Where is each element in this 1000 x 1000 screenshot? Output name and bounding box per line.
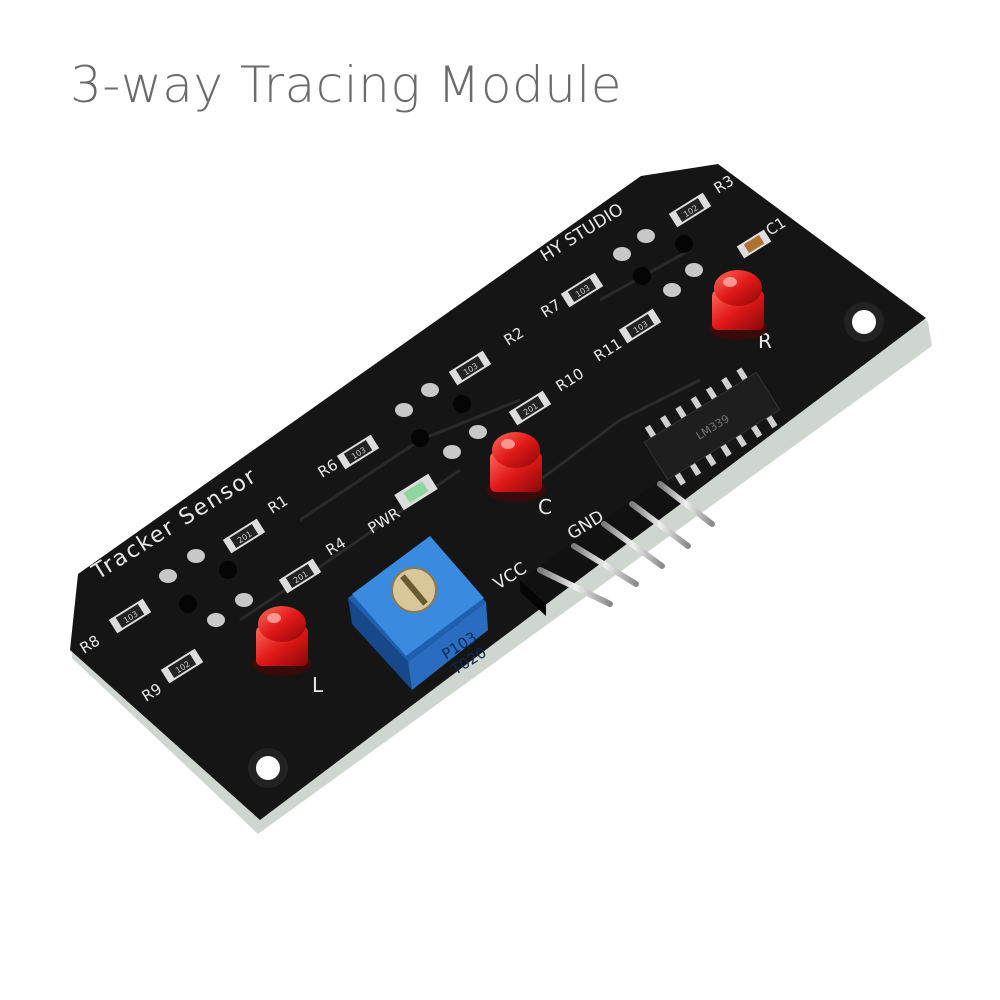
led-label-left: L xyxy=(312,673,324,697)
mounting-hole-opening xyxy=(852,310,876,334)
ir-sensor-left xyxy=(159,549,253,627)
smd-resistor: 103 xyxy=(448,350,492,386)
led-right xyxy=(708,270,768,340)
smd-resistor: 102 xyxy=(668,192,712,228)
ir-sensor-right xyxy=(613,229,703,297)
led-label-center: C xyxy=(538,495,552,519)
led-center xyxy=(486,432,546,502)
smd-resistor: 201 xyxy=(222,518,266,554)
ir-sensor-center xyxy=(395,383,487,459)
potentiometer: P103 T020 xyxy=(348,536,490,690)
indicator-leds xyxy=(252,270,768,676)
ir-sensor-pairs xyxy=(159,229,703,627)
header-pins xyxy=(520,480,715,616)
smd-resistor: 102 xyxy=(160,648,204,684)
smd-resistor: 103 xyxy=(560,272,604,308)
page-title: 3-way Tracing Module xyxy=(70,56,623,114)
smd-resistor: 201 xyxy=(278,558,322,594)
comparator-chip: LM339 xyxy=(643,367,781,486)
smd-resistor: 103 xyxy=(618,308,662,344)
mounting-hole-opening xyxy=(256,756,280,780)
smd-resistor: 201 xyxy=(508,390,552,426)
smd-resistor: 103 xyxy=(336,434,380,470)
smd-resistors: 201 103 102 201 103 103 103 102 xyxy=(108,192,772,684)
led-left xyxy=(252,606,312,676)
power-led xyxy=(394,473,438,511)
smd-capacitor xyxy=(736,229,772,259)
smd-resistor: 103 xyxy=(108,598,152,634)
